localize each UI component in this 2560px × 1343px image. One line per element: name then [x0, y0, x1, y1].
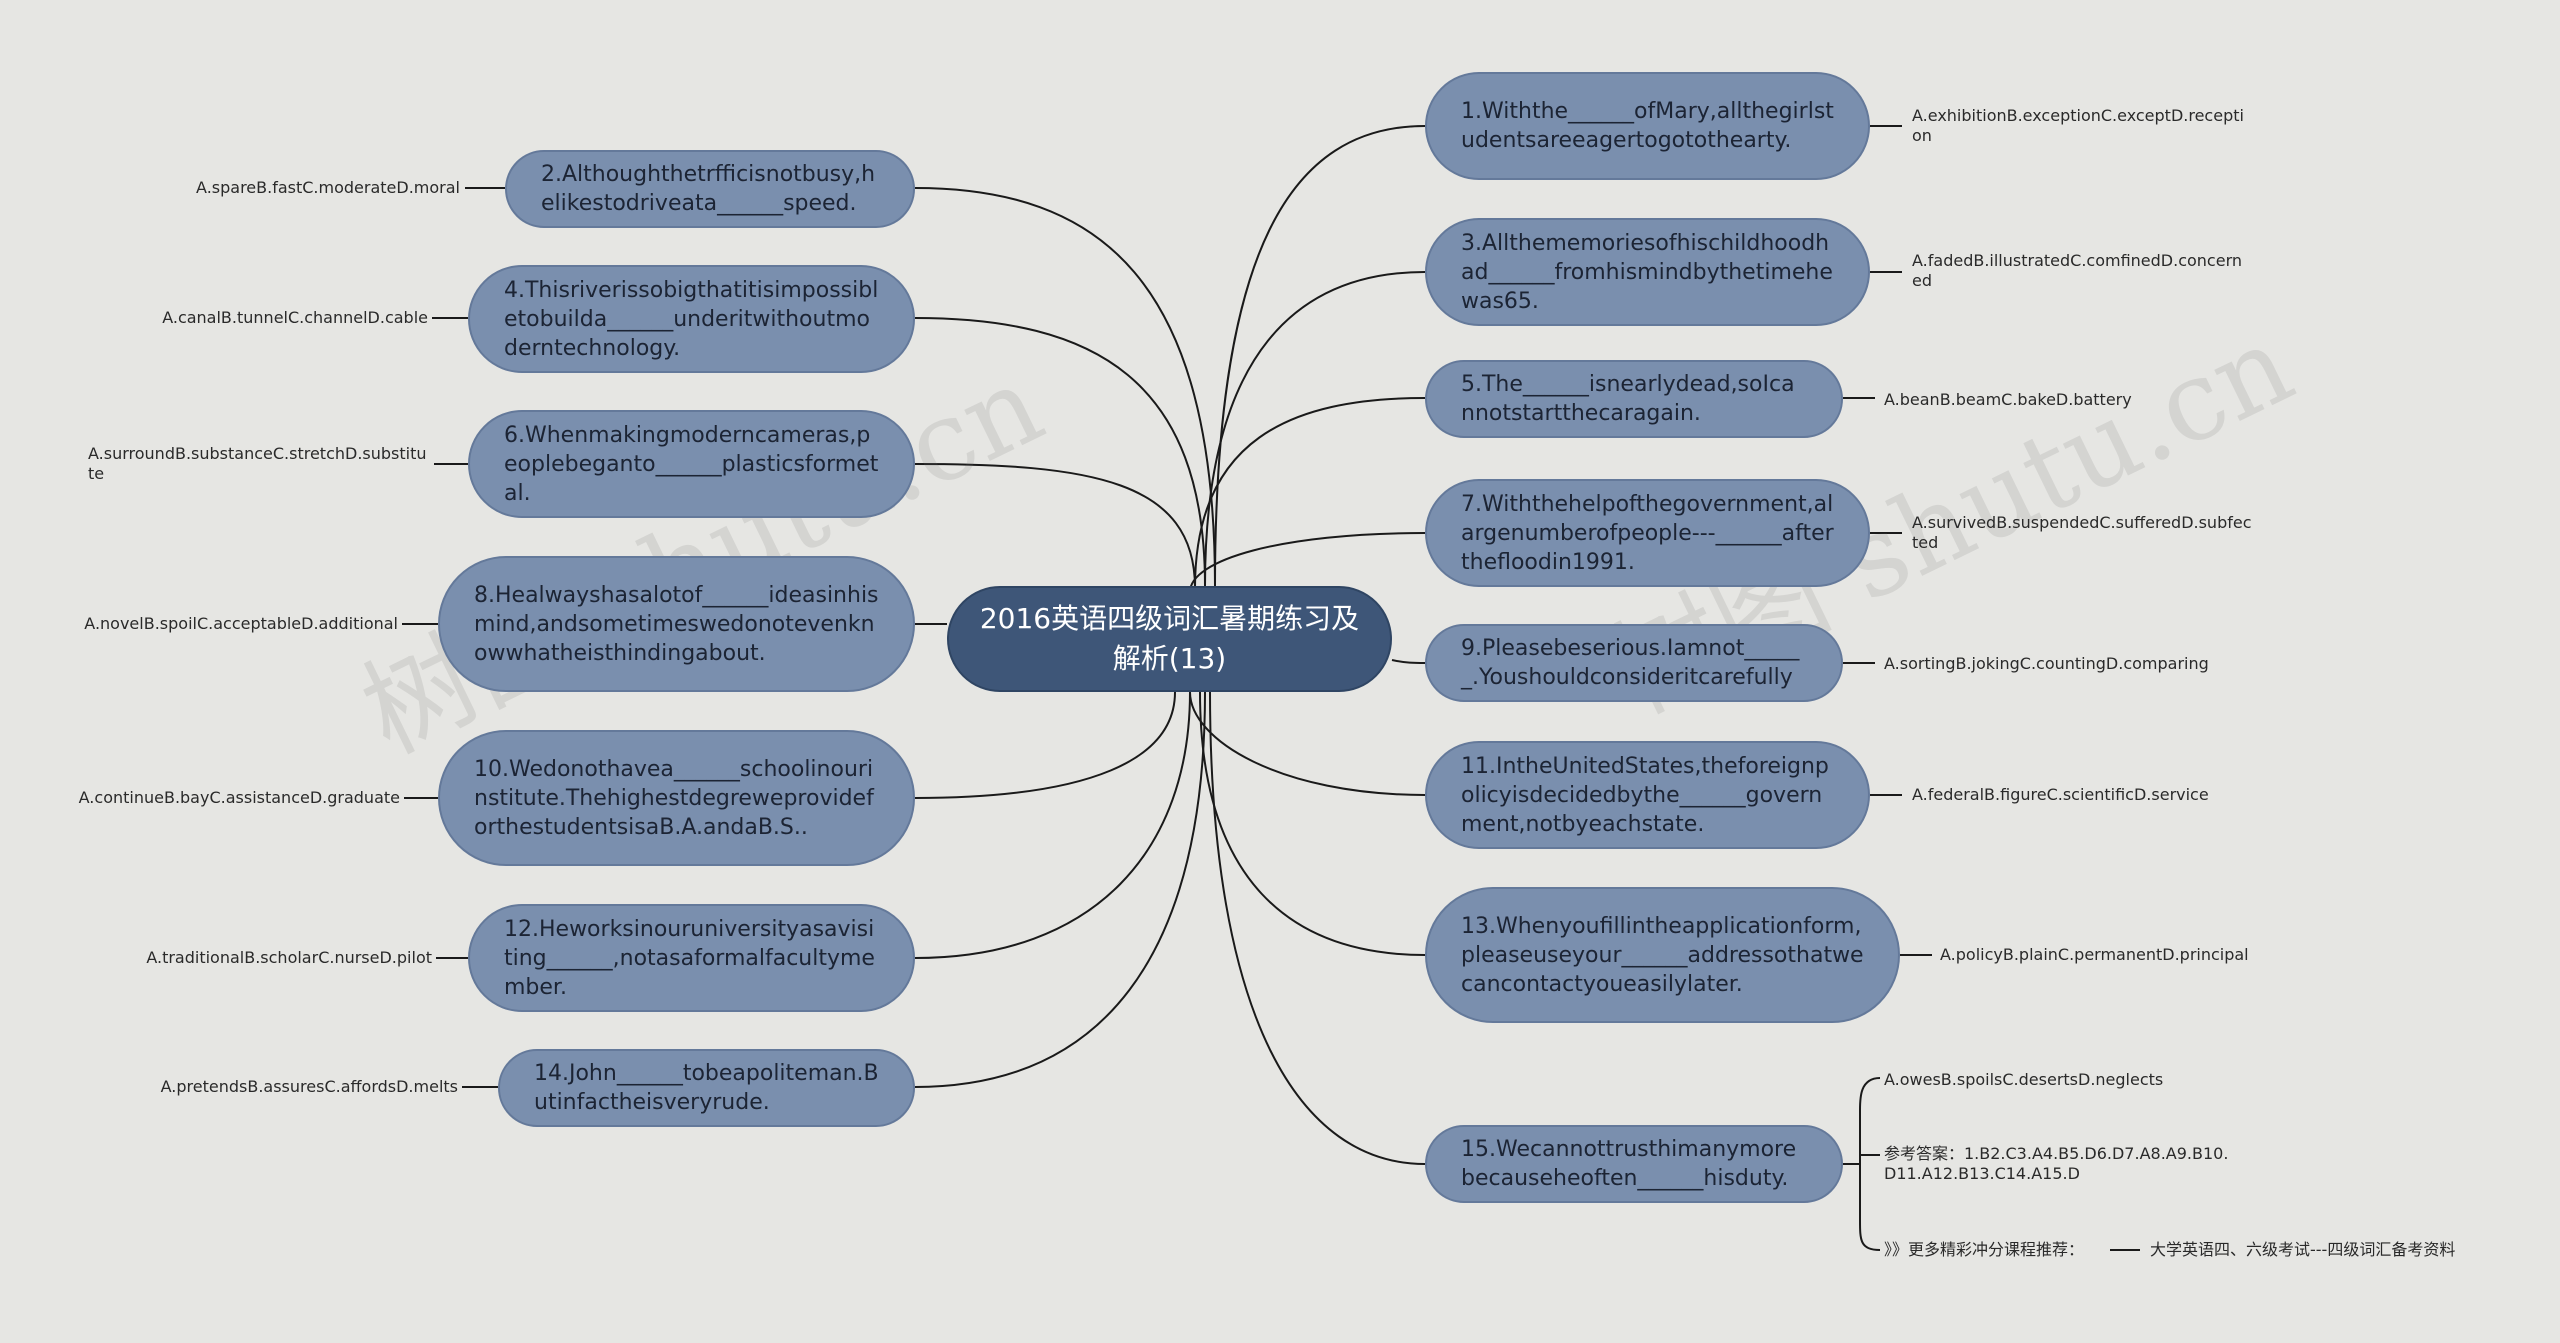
options-leaf-12: A.traditionalB.scholarC.nurseD.pilot — [146, 948, 432, 967]
options-leaf-5: A.beanB.beamC.bakeD.battery — [1884, 390, 2132, 409]
question-node-15[interactable]: 15.Wecannottrusthimanymorebecauseheoften… — [1425, 1125, 1843, 1203]
question-node-9[interactable]: 9.Pleasebeserious.Iamnot______.Youshould… — [1425, 624, 1843, 702]
options-leaf-3: A.fadedB.illustratedC.comfinedD.concerne… — [1912, 251, 2243, 290]
link-root-node2 — [914, 187, 1216, 587]
question-node-8[interactable]: 8.Healwayshasalotof______ideasinhismind,… — [438, 556, 915, 692]
question-node-3[interactable]: 3.Allthememoriesofhischildhoodhad______f… — [1425, 218, 1870, 326]
options-leaf-9: A.sortingB.jokingC.countingD.comparing — [1884, 654, 2209, 673]
options-leaf-2: A.spareB.fastC.moderateD.moral — [196, 178, 460, 197]
recommend-course-link[interactable]: 大学英语四、六级考试---四级词汇备考资料 — [2150, 1240, 2456, 1259]
options-leaf-8: A.novelB.spoilC.acceptableD.additional — [84, 614, 398, 633]
question-node-11[interactable]: 11.IntheUnitedStates,theforeignpolicyisd… — [1425, 741, 1870, 849]
link-root-node4 — [914, 317, 1206, 587]
question-node-12[interactable]: 12.Heworksinouruniversityasavisiting____… — [468, 904, 915, 1012]
question-node-6[interactable]: 6.Whenmakingmoderncameras,peoplebeganto_… — [468, 410, 915, 518]
link-root-node11 — [1189, 691, 1426, 796]
link-root-node12 — [914, 691, 1191, 959]
link-root-node7 — [1189, 532, 1426, 593]
answer-key: 参考答案：1.B2.C3.A4.B5.D6.D7.A8.A9.B10.D11.A… — [1884, 1144, 2229, 1183]
link-root-node10 — [914, 691, 1176, 799]
question-node-7[interactable]: 7.Withthehelpofthegovernment,alargenumbe… — [1425, 479, 1870, 587]
question-node-14[interactable]: 14.John______tobeapoliteman.Butinfacthei… — [498, 1049, 915, 1127]
link-root-node6 — [914, 463, 1196, 589]
link-root-node9 — [1391, 659, 1426, 664]
options-leaf-14: A.pretendsB.assuresC.affordsD.melts — [160, 1077, 458, 1096]
options-leaf-11: A.federalB.figureC.scientificD.service — [1912, 785, 2209, 804]
options-leaf-13: A.policyB.plainC.permanentD.principal — [1940, 945, 2249, 964]
question-node-1[interactable]: 1.Withthe______ofMary,allthegirlstudents… — [1425, 72, 1870, 180]
options-leaf-4: A.canalB.tunnelC.channelD.cable — [162, 308, 428, 327]
options-leaf-10: A.continueB.bayC.assistanceD.graduate — [78, 788, 400, 807]
link-root-node13 — [1199, 691, 1426, 956]
question-node-13[interactable]: 13.Whenyoufillintheapplicationform,pleas… — [1425, 887, 1900, 1023]
options-leaf-7: A.survivedB.suspendedC.sufferedD.subfect… — [1912, 513, 2252, 552]
root-topic[interactable]: 2016英语四级词汇暑期练习及解析(13) — [947, 586, 1392, 692]
leaf-link-15 — [1843, 1077, 1881, 1251]
options-leaf-15: A.owesB.spoilsC.desertsD.neglects — [1884, 1070, 2164, 1089]
question-node-5[interactable]: 5.The______isnearlydead,soIcannotstartth… — [1425, 360, 1843, 438]
options-leaf-6: A.surroundB.substanceC.stretchD.substitu… — [88, 444, 427, 483]
link-root-node14 — [914, 691, 1206, 1088]
question-node-10[interactable]: 10.Wedonothavea______schoolinourinstitut… — [438, 730, 915, 866]
link-root-node1 — [1214, 125, 1426, 587]
question-node-4[interactable]: 4.Thisriverissobigthatitisimpossibletobu… — [468, 265, 915, 373]
recommend-label: 》》更多精彩冲分课程推荐： — [1884, 1240, 2085, 1259]
question-node-2[interactable]: 2.Althoughthetrfficisnotbusy,helikestodr… — [505, 150, 915, 228]
options-leaf-1: A.exhibitionB.exceptionC.exceptD.recepti… — [1912, 106, 2244, 145]
link-root-node5 — [1194, 397, 1426, 589]
root-title: 2016英语四级词汇暑期练习及解析(13) — [979, 602, 1360, 675]
link-root-node15 — [1209, 691, 1426, 1165]
